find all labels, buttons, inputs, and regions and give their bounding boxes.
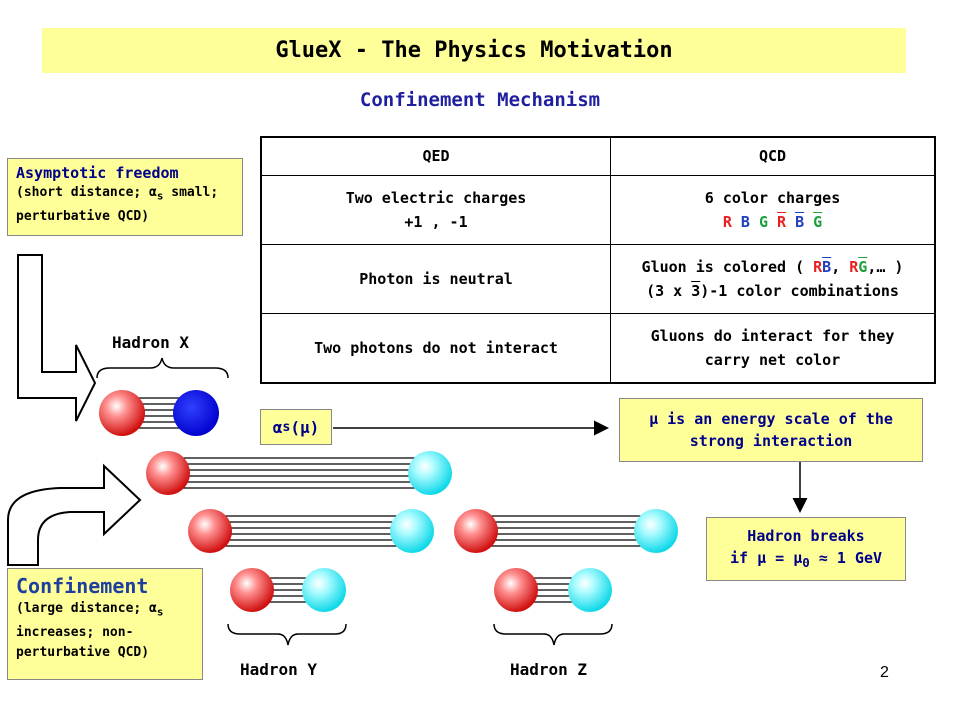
gluons-interact-2: carry net color — [704, 350, 841, 369]
hadron-x — [99, 390, 219, 436]
down-right-arrow — [17, 254, 97, 422]
table-row: Two electric charges +1 , -1 6 color cha… — [260, 174, 936, 245]
quark-cyan — [408, 451, 452, 495]
asymptotic-freedom-box: Asymptotic freedom (short distance; αs s… — [7, 158, 243, 236]
stretched-hadron-1 — [146, 451, 452, 495]
hadron-z — [494, 568, 612, 612]
qed-photons-interact: Two photons do not interact — [260, 312, 611, 384]
hadron-y — [230, 568, 346, 612]
gluon-prefix: Gluon is colored ( — [641, 257, 814, 276]
color-anti-b: B — [795, 212, 805, 231]
quark-red — [188, 509, 232, 553]
color-g: G — [758, 212, 768, 231]
mu-definition-box: μ is an energy scale of the strong intera… — [619, 398, 923, 462]
qcd-gluons-interact: Gluons do interact for they carry net co… — [610, 312, 936, 384]
page-title: GlueX - The Physics Motivation — [275, 38, 673, 63]
qed-charges-text: Two electric charges — [345, 188, 527, 207]
qcd-charges: 6 color charges R B G R B G — [610, 174, 936, 245]
asymptotic-line2: perturbative QCD) — [16, 208, 150, 224]
stretched-hadron-2 — [188, 509, 434, 553]
page-number: 2 — [880, 664, 889, 681]
table-row: Two photons do not interact Gluons do in… — [260, 312, 936, 384]
asymptotic-sub: s — [156, 189, 164, 203]
hadron-breaks-box: Hadron breaks if μ = μ0 ≈ 1 GeV — [706, 517, 906, 581]
hb-line1: Hadron breaks — [747, 526, 865, 545]
table-row: QED QCD — [260, 136, 936, 176]
stretched-hadron-3 — [454, 509, 678, 553]
gluon-r2: R — [849, 257, 859, 276]
gluons-interact-1: Gluons do interact for they — [650, 326, 895, 345]
color-b: B — [740, 212, 750, 231]
table-row: Photon is neutral Gluon is colored ( RB,… — [260, 243, 936, 314]
color-anti-g: G — [813, 212, 823, 231]
header-qed: QED — [260, 136, 611, 176]
label-hadron-z: Hadron Z — [510, 660, 588, 679]
quark-red — [230, 568, 274, 612]
header-qcd: QCD — [610, 136, 936, 176]
color-r: R — [722, 212, 732, 231]
comparison-table: QED QCD Two electric charges +1 , -1 6 c… — [260, 136, 936, 384]
confinement-line1: (large distance; α — [16, 601, 157, 616]
label-hadron-y: Hadron Y — [240, 660, 318, 679]
asymptotic-line1: (short distance; α — [16, 185, 157, 200]
qcd-gluon: Gluon is colored ( RB, RG,… ) (3 x 3)-1 … — [610, 243, 936, 314]
alpha-arg: (μ) — [290, 417, 320, 437]
mu-line2: strong interaction — [689, 432, 853, 450]
confinement-box: Confinement (large distance; αs increase… — [7, 568, 203, 680]
subtitle: Confinement Mechanism — [359, 89, 601, 111]
confinement-line3: perturbative QCD) — [16, 644, 150, 660]
qcd-charges-text: 6 color charges — [704, 188, 841, 207]
alpha-symbol: α — [272, 417, 283, 437]
combo-b: )-1 color combinations — [700, 281, 899, 300]
color-anti-r: R — [777, 212, 787, 231]
confinement-line2: increases; non- — [16, 624, 134, 640]
quark-red — [454, 509, 498, 553]
gluon-r: R — [813, 257, 823, 276]
qed-photon: Photon is neutral — [260, 243, 611, 314]
qed-charges-values: +1 , -1 — [404, 212, 468, 231]
confinement-heading: Confinement — [16, 574, 149, 598]
gluon-anti-b: B — [822, 257, 832, 276]
asymptotic-heading: Asymptotic freedom — [16, 164, 179, 182]
gluon-tube — [168, 457, 428, 489]
hb-line2a: if μ = μ — [729, 548, 803, 567]
quark-cyan — [634, 509, 678, 553]
gluon-anti-g: G — [858, 257, 868, 276]
brace-hadron-y — [227, 623, 347, 646]
quark-red — [494, 568, 538, 612]
brace-hadron-x — [96, 357, 229, 379]
hb-line2b: ≈ 1 GeV — [809, 548, 883, 567]
quark-cyan — [302, 568, 346, 612]
gluon-sep: , — [831, 257, 850, 276]
quark-cyan — [390, 509, 434, 553]
asymptotic-line1-end: small; — [163, 185, 219, 200]
confinement-sub: s — [156, 605, 164, 619]
gluon-tube — [476, 515, 654, 547]
label-hadron-x: Hadron X — [112, 333, 190, 352]
alpha-sub: s — [282, 419, 291, 435]
quark-cyan — [568, 568, 612, 612]
quark-red — [146, 451, 190, 495]
combo-a: (3 x — [646, 281, 692, 300]
brace-hadron-z — [493, 623, 613, 646]
title-bar: GlueX - The Physics Motivation — [42, 28, 906, 73]
combo-3bar: 3 — [691, 281, 701, 300]
gluon-tube — [210, 515, 410, 547]
quark-red — [99, 390, 145, 436]
hb-sub: 0 — [802, 554, 810, 570]
quark-blue — [173, 390, 219, 436]
mu-line1: μ is an energy scale of the — [649, 410, 893, 428]
gluon-suffix: ,… ) — [867, 257, 904, 276]
curved-arrow — [7, 463, 142, 566]
